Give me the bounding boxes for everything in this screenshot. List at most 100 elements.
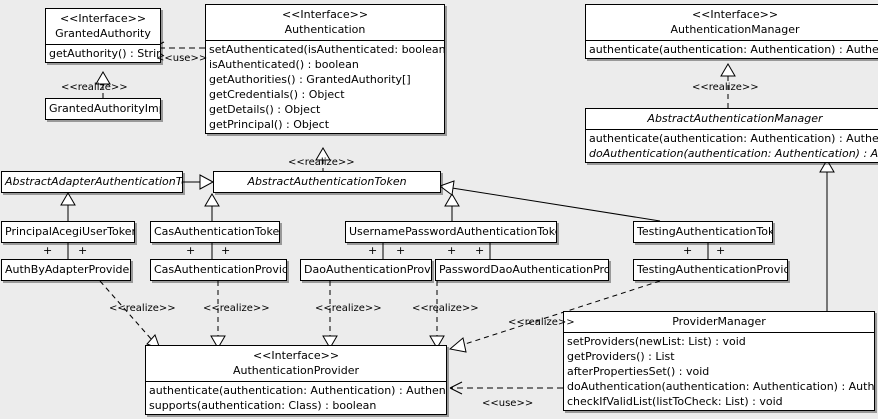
member-row: setProviders(newList: List) : void [567,335,746,348]
member-row: getAuthority() : String [49,47,161,60]
class-username-password-authentication-token[interactable]: UsernamePasswordAuthenticationToken [345,221,557,243]
class-cas-authentication-token[interactable]: CasAuthenticationToken [150,221,280,243]
member-row: supports(authentication: Class) : boolea… [149,399,377,412]
class-password-dao-authentication-provider[interactable]: PasswordDaoAuthenticationProvider [435,259,609,281]
section-divider [146,381,446,382]
member-row: getPrincipal() : Object [209,118,330,131]
edge-label-realize-cas-provider: <<realize>> [203,303,270,314]
class-granted-authority-impl[interactable]: GrantedAuthorityImpl [45,98,161,120]
assoc-marker: + [683,244,693,257]
class-name: DaoAuthenticationProvider [304,263,431,276]
class-name: PasswordDaoAuthenticationProvider [439,263,609,276]
class-header-authentication-manager: <<Interface>> AuthenticationManager [586,5,878,40]
class-name: PrincipalAcegiUserToken [5,225,135,238]
class-abstract-authentication-manager[interactable]: AbstractAuthenticationManager authentica… [585,108,878,163]
members-list: authenticate(authentication: Authenticat… [146,382,446,414]
assoc-marker: + [43,244,53,257]
member-row: afterPropertiesSet() : void [567,365,710,378]
section-divider [586,129,878,130]
members-list: setProviders(newList: List) : void getPr… [564,333,874,410]
class-dao-authentication-provider[interactable]: DaoAuthenticationProvider [300,259,432,281]
member-row: authenticate(authentication: Authenticat… [149,384,447,397]
member-row: getCredentials() : Object [209,88,345,101]
class-authentication-manager[interactable]: <<Interface>> AuthenticationManager auth… [585,4,878,59]
assoc-marker: + [716,244,726,257]
stereotype-interface: <<Interface>> [252,349,340,362]
member-row: isAuthenticated() : boolean [209,58,359,71]
class-cas-authentication-provider[interactable]: CasAuthenticationProvider [150,259,287,281]
edge-label-realize-granted-authority-impl: <<realize>> [61,82,128,93]
class-header-testing-authentication-provider: TestingAuthenticationProvider [634,260,787,280]
class-header-principal-acegi-user-token: PrincipalAcegiUserToken [2,222,134,242]
class-authentication[interactable]: <<Interface>> Authentication setAuthenti… [205,4,445,134]
class-abstract-authentication-token[interactable]: AbstractAuthenticationToken [213,171,441,193]
assoc-marker: + [475,244,485,257]
class-header-cas-authentication-token: CasAuthenticationToken [151,222,279,242]
assoc-marker: + [186,244,196,257]
member-row: doAuthentication(authentication: Authent… [589,147,878,160]
member-row: getAuthorities() : GrantedAuthority[] [209,73,411,86]
edge-label-realize-abstract-auth-token: <<realize>> [288,157,355,168]
class-header-username-password-authentication-token: UsernamePasswordAuthenticationToken [346,222,556,242]
member-row: setAuthenticated(isAuthenticated: boolea… [209,43,445,56]
class-name: TestingAuthenticationToken [637,225,773,238]
class-header-abstract-authentication-manager: AbstractAuthenticationManager [586,109,878,129]
edge-label-use-provider-manager: <<use>> [482,398,534,409]
class-header-authentication: <<Interface>> Authentication [206,5,444,40]
class-name: Authentication [284,23,366,36]
class-header-granted-authority-impl: GrantedAuthorityImpl [46,99,160,119]
member-row: authenticate(authentication: Authenticat… [589,132,878,145]
class-name: AbstractAuthenticationManager [647,112,823,125]
members-list: setAuthenticated(isAuthenticated: boolea… [206,41,444,133]
edge-label-realize-auth-by-adapter: <<realize>> [109,303,176,314]
class-auth-by-adapter-provider[interactable]: AuthByAdapterProvider [1,259,131,281]
edge-label-realize-abstract-auth-manager: <<realize>> [692,82,759,93]
class-name: AuthenticationManager [670,23,800,36]
class-header-authentication-provider: <<Interface>> AuthenticationProvider [146,346,446,381]
class-testing-authentication-provider[interactable]: TestingAuthenticationProvider [633,259,788,281]
assoc-marker: + [78,244,88,257]
section-divider [206,40,444,41]
class-header-testing-authentication-token: TestingAuthenticationToken [634,222,772,242]
class-authentication-provider[interactable]: <<Interface>> AuthenticationProvider aut… [145,345,447,415]
class-name: AuthenticationProvider [232,364,360,377]
class-name: GrantedAuthorityImpl [49,102,161,115]
assoc-marker: + [221,244,231,257]
assoc-marker: + [447,244,457,257]
class-name: TestingAuthenticationProvider [637,263,788,276]
assoc-marker: + [368,244,378,257]
class-header-password-dao-authentication-provider: PasswordDaoAuthenticationProvider [436,260,608,280]
class-header-dao-authentication-provider: DaoAuthenticationProvider [301,260,431,280]
members-list: authenticate(authentication: Authenticat… [586,41,878,58]
edge-label-use-granted-authority: <<use>> [156,53,208,64]
assoc-marker: + [396,244,406,257]
class-granted-authority[interactable]: <<Interface>> GrantedAuthority getAuthor… [45,8,161,63]
class-provider-manager[interactable]: ProviderManager setProviders(newList: Li… [563,311,875,411]
class-header-provider-manager: ProviderManager [564,312,874,332]
stereotype-interface: <<Interface>> [281,8,369,21]
class-abstract-adapter-authentication-token[interactable]: AbstractAdapterAuthenticationToken [1,171,183,193]
class-name: GrantedAuthority [55,27,151,40]
class-testing-authentication-token[interactable]: TestingAuthenticationToken [633,221,773,243]
members-list: authenticate(authentication: Authenticat… [586,130,878,162]
member-row: getDetails() : Object [209,103,321,116]
section-divider [46,44,160,45]
class-header-abstract-adapter-authentication-token: AbstractAdapterAuthenticationToken [2,172,182,192]
section-divider [586,40,878,41]
class-header-cas-authentication-provider: CasAuthenticationProvider [151,260,286,280]
class-name: UsernamePasswordAuthenticationToken [349,225,557,238]
class-name: AuthByAdapterProvider [5,263,131,276]
class-header-granted-authority: <<Interface>> GrantedAuthority [46,9,160,44]
class-name: AbstractAuthenticationToken [247,175,407,188]
edge-label-realize-dao-provider: <<realize>> [315,303,382,314]
stereotype-interface: <<Interface>> [691,8,779,21]
class-name: AbstractAdapterAuthenticationToken [5,175,182,188]
class-principal-acegi-user-token[interactable]: PrincipalAcegiUserToken [1,221,135,243]
members-list: getAuthority() : String [46,45,160,62]
class-header-auth-by-adapter-provider: AuthByAdapterProvider [2,260,130,280]
stereotype-interface: <<Interface>> [59,12,147,25]
class-name: ProviderManager [672,315,766,328]
edge-label-realize-testing-provider: <<realize>> [508,317,575,328]
member-row: doAuthentication(authentication: Authent… [567,380,875,393]
